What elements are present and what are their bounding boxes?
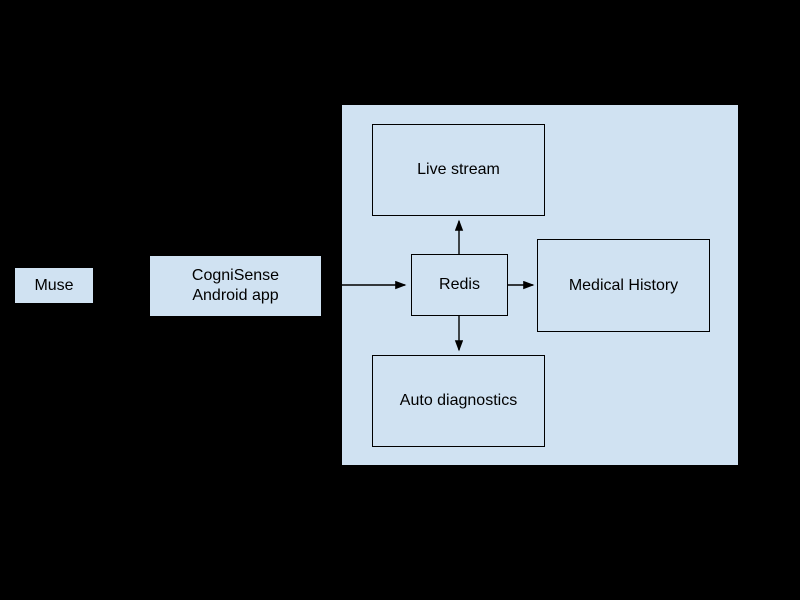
node-label-medical-history: Medical History	[568, 276, 679, 294]
node-label-auto-diagnostics: Auto diagnostics	[399, 392, 518, 409]
node-auto-diagnostics[interactable]: Auto diagnostics	[372, 355, 545, 447]
node-muse[interactable]: Muse	[15, 268, 93, 303]
node-live-stream[interactable]: Live stream	[372, 124, 545, 216]
node-medical-history[interactable]: Medical History	[537, 239, 710, 332]
node-redis[interactable]: Redis	[411, 254, 508, 316]
node-label-redis: Redis	[439, 276, 480, 293]
node-cognisense-android-app[interactable]: CogniSense Android app	[150, 256, 321, 316]
node-label-muse: Muse	[34, 276, 74, 294]
node-label-live-stream: Live stream	[417, 161, 500, 178]
node-label-cognisense-android-app: CogniSense Android app	[191, 267, 280, 304]
